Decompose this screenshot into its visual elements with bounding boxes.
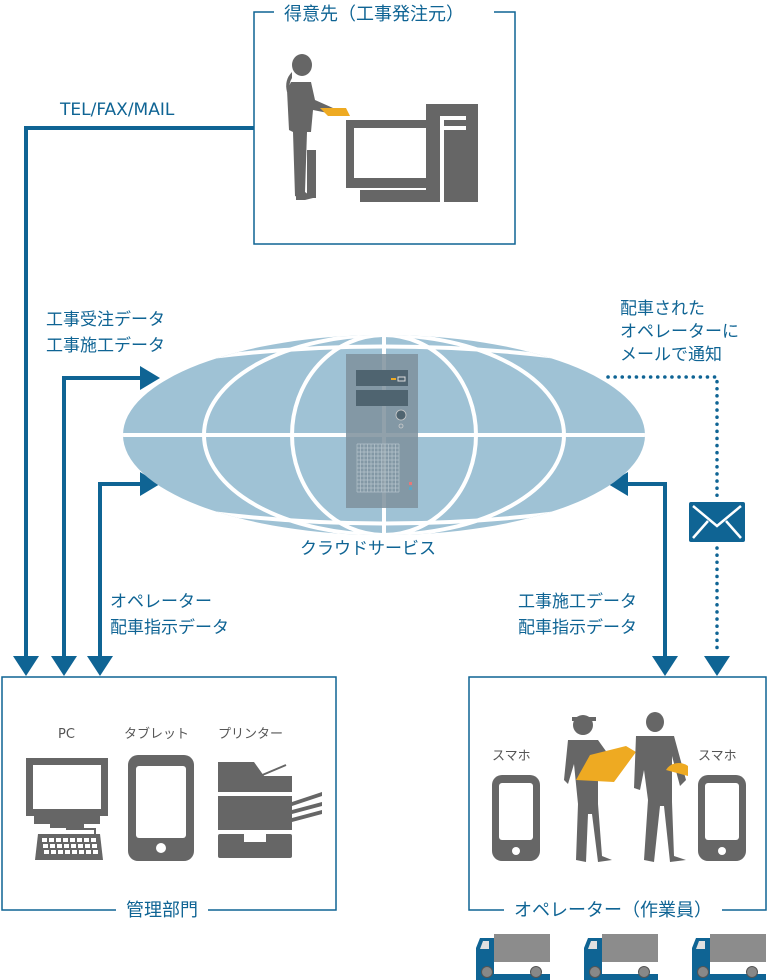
keyboard-key xyxy=(56,838,61,842)
printer-icon xyxy=(218,762,322,858)
label-line: オペレーターに xyxy=(620,322,739,342)
arrowhead-down xyxy=(87,656,113,676)
device-label-printer: プリンター xyxy=(218,727,284,742)
keyboard-key xyxy=(86,850,91,854)
mail-notice-labels: 配車された オペレーターに メールで通知 xyxy=(620,301,739,370)
mail-notice-line xyxy=(606,375,719,654)
operator-box xyxy=(468,676,767,911)
label-line: 工事受注データ xyxy=(46,310,165,330)
tel-fax-mail-label: TEL/FAX/MAIL xyxy=(60,100,175,120)
keyboard-key xyxy=(44,850,49,854)
truck-icon xyxy=(584,934,658,980)
device-label-smartphone: スマホ xyxy=(698,749,737,764)
keyboard-key xyxy=(78,844,83,848)
client-person-icon xyxy=(286,54,333,200)
label-line: 工事施工データ xyxy=(46,336,165,356)
arrowheads xyxy=(13,366,730,676)
keyboard-key xyxy=(57,844,62,848)
keyboard-key xyxy=(63,838,68,842)
keyboard-key xyxy=(92,844,97,848)
keyboard-key xyxy=(43,844,48,848)
tablet-icon xyxy=(128,755,194,861)
device-label-tablet: タブレット xyxy=(124,727,190,742)
keyboard-key xyxy=(51,850,56,854)
arrowhead-left xyxy=(608,472,628,496)
worker-with-helmet-icon xyxy=(634,712,686,862)
keyboard-key xyxy=(72,850,77,854)
arrowhead-down xyxy=(652,656,678,676)
arrowhead-down xyxy=(51,656,77,676)
label-line: 配車指示データ xyxy=(110,618,229,638)
label-line: 工事施工データ xyxy=(518,592,637,612)
clipboard-icon xyxy=(320,108,350,116)
keyboard-key xyxy=(50,844,55,848)
keyboard-key xyxy=(93,850,98,854)
truck-icon xyxy=(692,934,766,980)
connectors xyxy=(24,126,667,662)
truck-icon xyxy=(476,934,550,980)
client-box-title: 得意先（工事発注元） xyxy=(274,6,474,24)
device-label-pc: PC xyxy=(58,727,75,742)
blueprint-icon xyxy=(576,746,636,782)
arrowhead-down xyxy=(13,656,39,676)
label-line: 配車指示データ xyxy=(518,618,637,638)
label-line: 配車された xyxy=(620,299,705,319)
arrowhead-down xyxy=(704,656,730,676)
keyboard-key xyxy=(77,838,82,842)
keyboard-key xyxy=(79,850,84,854)
cloud-to-admin-labels: オペレーター 配車指示データ xyxy=(110,594,229,646)
admin-box xyxy=(1,676,337,911)
arrowhead-right xyxy=(140,472,160,496)
cloud-admin-line xyxy=(98,482,140,662)
keyboard-key xyxy=(85,844,90,848)
keyboard-key xyxy=(49,838,54,842)
server-icon xyxy=(346,354,418,508)
keyboard-key xyxy=(42,838,47,842)
cloud-service-label: クラウドサービス xyxy=(300,539,436,559)
monitor-icon xyxy=(346,120,440,202)
tel-fax-mail-line xyxy=(24,126,254,660)
keyboard-key xyxy=(58,850,63,854)
client-box xyxy=(253,11,516,245)
smartphone-icon xyxy=(698,775,746,861)
keyboard-key xyxy=(64,844,69,848)
cloud-operator-line xyxy=(628,482,667,660)
keyboard-key xyxy=(70,838,75,842)
truck-fleet xyxy=(476,934,766,980)
upload-data-labels: 工事受注データ 工事施工データ xyxy=(46,312,165,364)
cloud-globe xyxy=(123,335,645,535)
worker-with-blueprint-icon xyxy=(564,715,612,862)
keyboard-key xyxy=(71,844,76,848)
arrowhead-right xyxy=(140,366,160,390)
device-label-smartphone: スマホ xyxy=(492,749,531,764)
upload-line xyxy=(62,376,140,662)
cloud-to-operator-labels: 工事施工データ 配車指示データ xyxy=(518,594,637,646)
keyboard-key xyxy=(65,850,70,854)
desktop-pc-icon xyxy=(26,758,108,860)
smartphone-icon xyxy=(492,775,540,861)
keyboard-key xyxy=(84,838,89,842)
keyboard-key xyxy=(91,838,96,842)
helmet-icon xyxy=(666,762,688,776)
mail-envelope-icon xyxy=(689,502,745,542)
label-line: メールで通知 xyxy=(620,345,722,365)
pc-tower-icon xyxy=(426,104,478,202)
operator-box-title: オペレーター（作業員） xyxy=(504,902,722,920)
admin-box-title: 管理部門 xyxy=(116,902,208,920)
label-line: オペレーター xyxy=(110,592,212,612)
